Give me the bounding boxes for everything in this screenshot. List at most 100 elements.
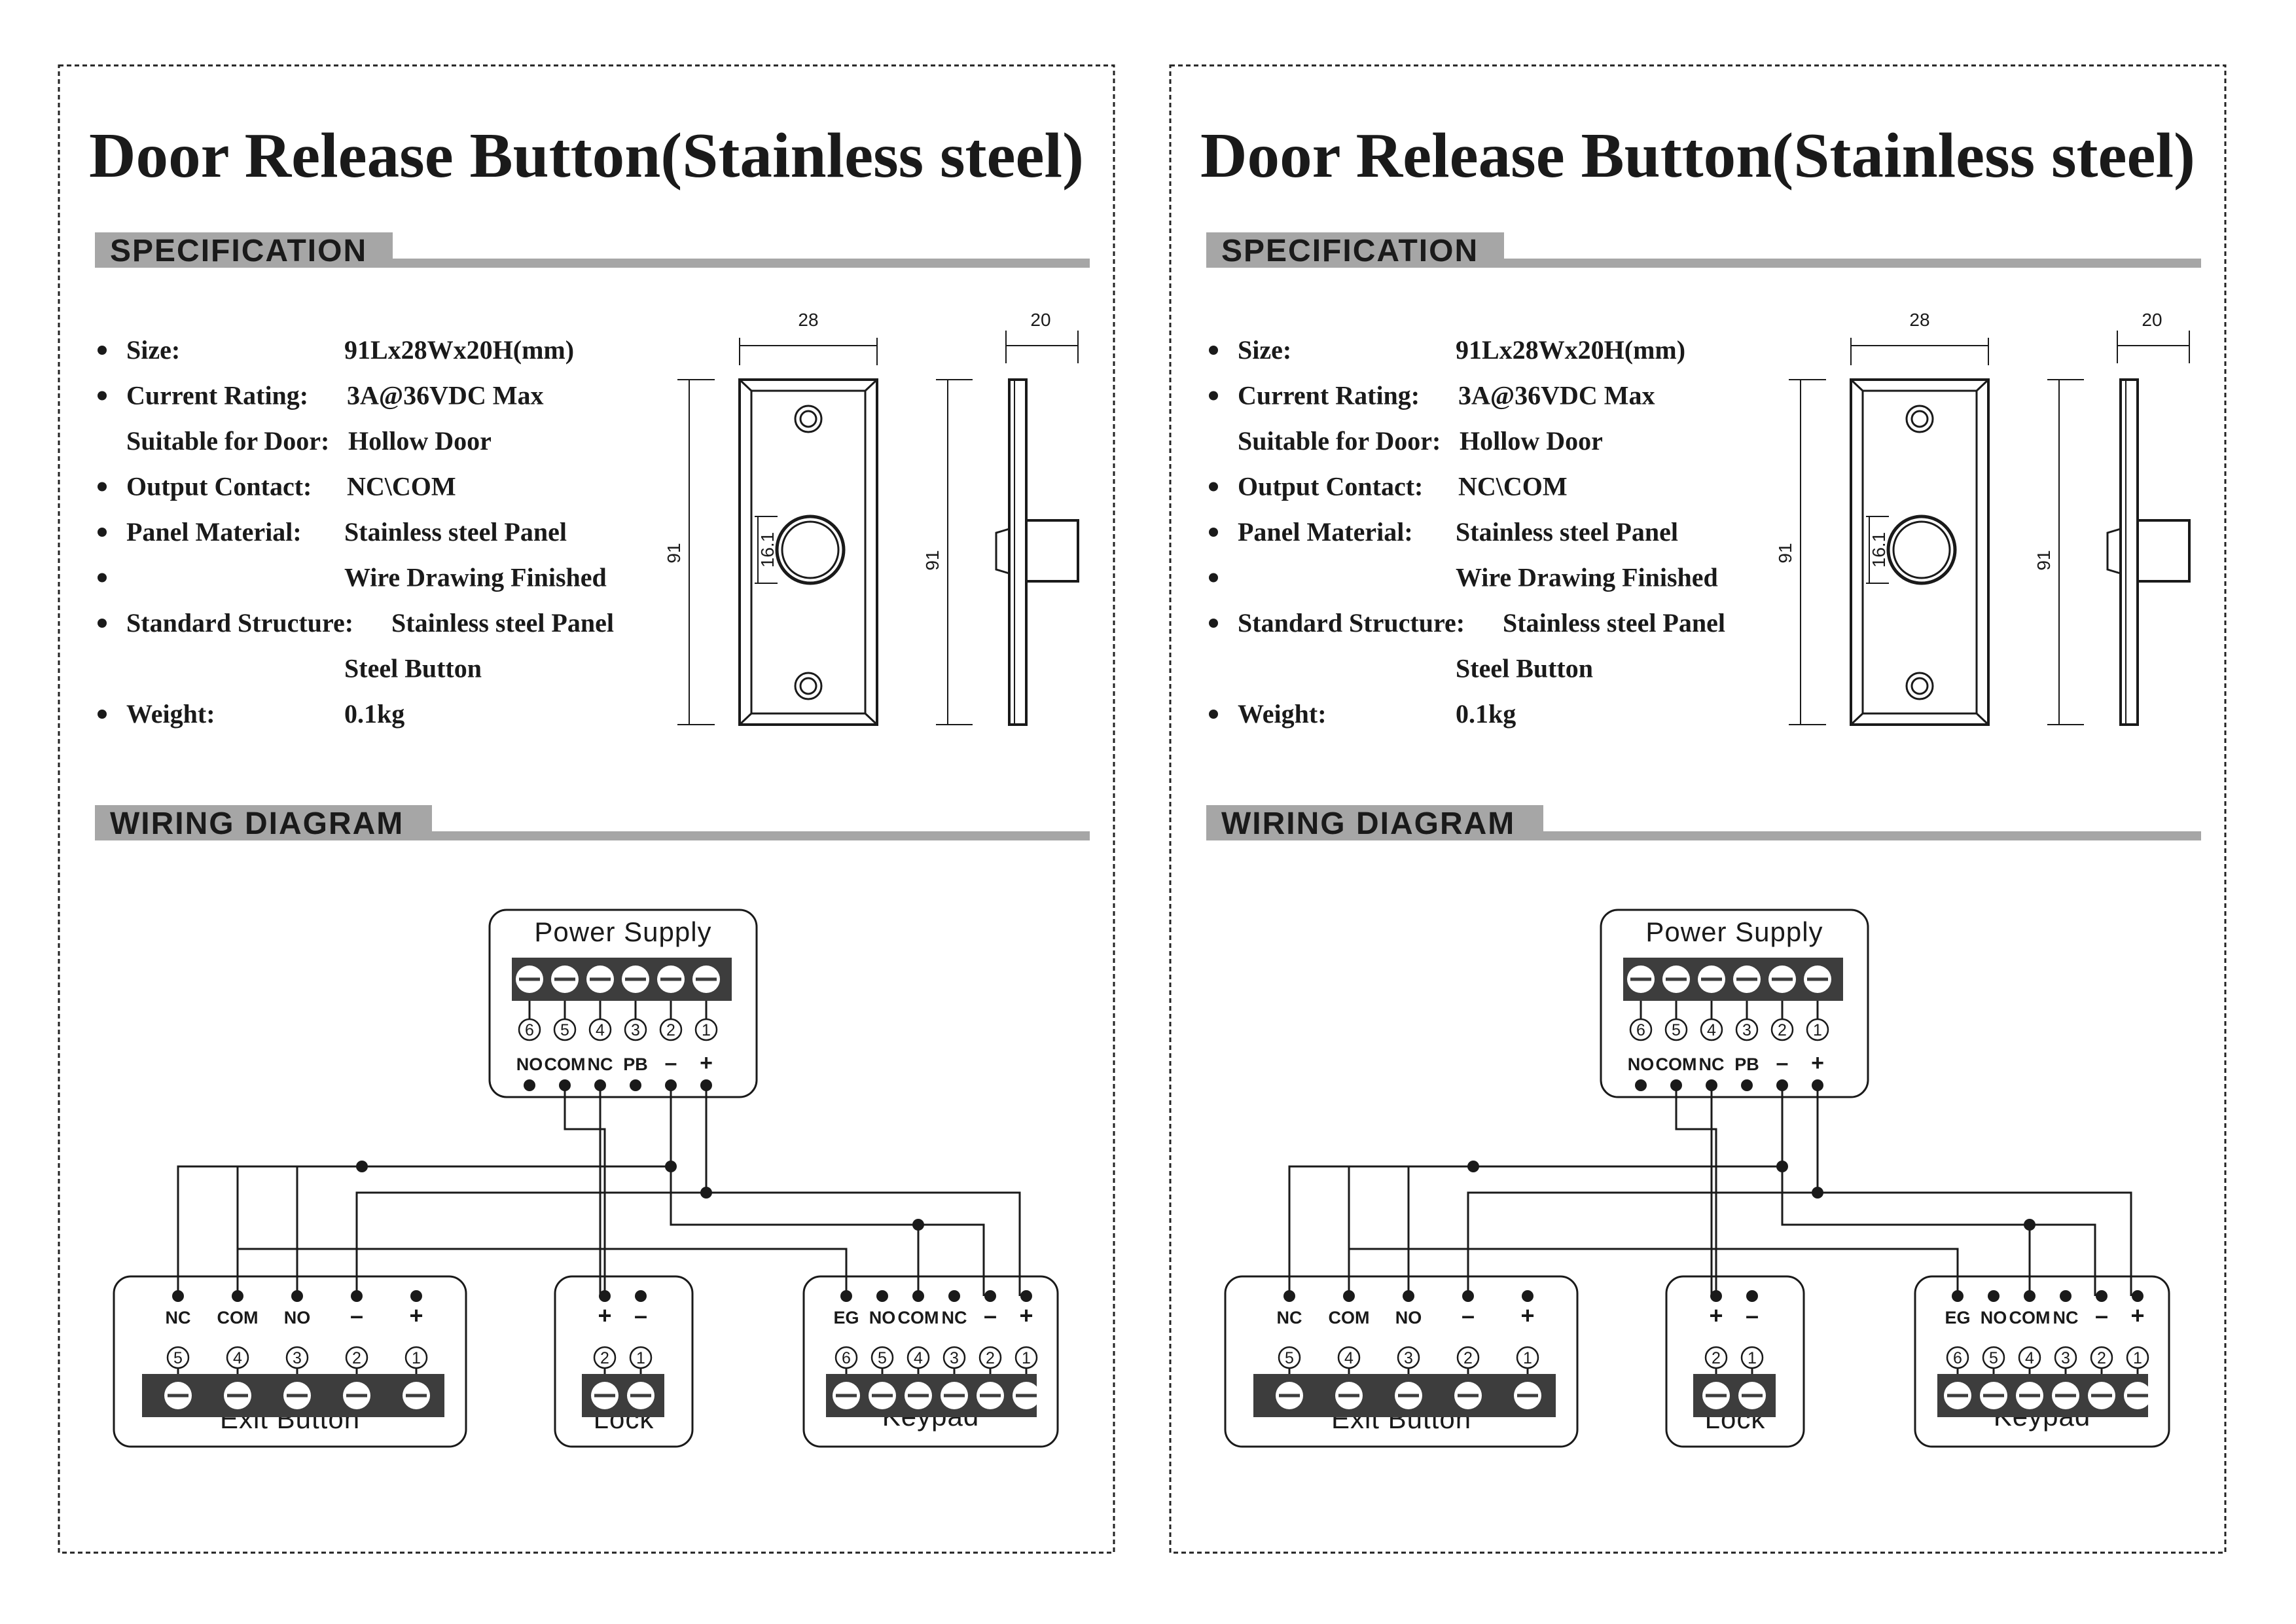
bullet-dot	[1209, 346, 1218, 355]
terminal-label: –	[665, 1051, 677, 1075]
terminal-number: 6	[1636, 1021, 1645, 1039]
terminal-number: 1	[1022, 1349, 1031, 1367]
terminal-dot	[876, 1290, 888, 1302]
terminal-label: NC	[1699, 1055, 1725, 1074]
junction-dot	[2024, 1219, 2036, 1231]
product-title: Door Release Button(Stainless steel)	[1200, 120, 2195, 191]
terminal-dot	[1522, 1290, 1534, 1302]
wire-exit-com-bus	[177, 1165, 362, 1296]
spec-value: 91Lx28Wx20H(mm)	[344, 335, 574, 365]
terminal-number-badge	[1806, 1018, 1829, 1041]
wire-exit-com-bus	[1288, 1165, 1473, 1296]
push-button-icon	[775, 514, 846, 585]
push-button-inner	[781, 520, 840, 579]
terminal-label: NO	[1628, 1055, 1655, 1074]
panel-border	[1169, 64, 2227, 1554]
bevel-corner	[1975, 378, 1990, 392]
terminal-number-badge	[553, 1018, 577, 1041]
terminal-label: NC	[942, 1308, 967, 1327]
specification-header: SPECIFICATION	[95, 232, 1090, 268]
wiring-diagram-header: WIRING DIAGRAM	[1206, 805, 2201, 841]
spec-label: Suitable for Door:	[1238, 426, 1441, 456]
specification-list: Size:91Lx28Wx20H(mm)Current Rating:3A@36…	[1209, 335, 1725, 729]
front-view-outline	[1850, 378, 1990, 726]
terminal-number: 4	[1707, 1021, 1716, 1039]
terminal-number: 3	[1404, 1349, 1413, 1367]
terminal-number: 4	[596, 1021, 605, 1039]
junction-dot	[665, 1161, 677, 1172]
spec-label: Weight:	[1238, 699, 1327, 729]
spec-value: Stainless steel Panel	[1503, 608, 1725, 638]
terminal-label: COM	[1656, 1055, 1697, 1074]
screw-hole-inner	[1910, 677, 1929, 695]
screw-hole-icon	[1905, 405, 1934, 433]
wire-minus-to-keypad-com	[1781, 1166, 2031, 1296]
dim-depth: 20	[1030, 310, 1050, 330]
terminal-number: 5	[173, 1349, 183, 1367]
side-view-button	[2138, 519, 2191, 583]
wire-keypad-minus	[918, 1223, 985, 1296]
terminal-label: EG	[1945, 1308, 1970, 1327]
side-view-rear	[2106, 528, 2121, 575]
bevel-corner	[738, 378, 753, 392]
terminal-dot	[410, 1290, 422, 1302]
spec-label: Size:	[126, 335, 180, 365]
terminal-number: 5	[878, 1349, 887, 1367]
terminal-label: PB	[623, 1055, 648, 1074]
spec-value: 3A@36VDC Max	[1458, 381, 1655, 410]
wire-minus-to-keypad-com	[670, 1166, 920, 1296]
dim-height-side: 91	[2034, 550, 2054, 570]
section-title: SPECIFICATION	[110, 234, 367, 268]
terminal-label: COM	[217, 1308, 259, 1327]
junction-dot	[1776, 1161, 1788, 1172]
panel-border	[58, 64, 1115, 1554]
product-title: Door Release Button(Stainless steel)	[89, 120, 1084, 191]
terminal-label: NO	[516, 1055, 543, 1074]
terminal-label: NC	[588, 1055, 613, 1074]
wire-ps-com-to-lock-minus	[1675, 1085, 1717, 1296]
wire-plus-to-keypad-plus	[1816, 1085, 2132, 1296]
push-button-icon	[1886, 514, 1957, 585]
terminal-number: 6	[1953, 1349, 1962, 1367]
bevel-corner	[1850, 378, 1864, 392]
terminal-dot	[1746, 1290, 1758, 1302]
terminal-number-badge	[1664, 1018, 1688, 1041]
power-supply-label: Power Supply	[534, 916, 711, 947]
terminal-number: 3	[1742, 1021, 1751, 1039]
terminal-number: 1	[412, 1349, 421, 1367]
section-title: WIRING DIAGRAM	[1221, 806, 1515, 841]
lock-box	[554, 1275, 694, 1448]
section-title: SPECIFICATION	[1221, 234, 1479, 268]
terminal-label: –	[350, 1302, 363, 1329]
bullet-dot	[1209, 710, 1218, 719]
terminal-number-badge	[1770, 1018, 1794, 1041]
terminal-label: +	[1520, 1302, 1534, 1329]
terminal-number: 4	[914, 1349, 923, 1367]
terminal-number: 4	[1344, 1349, 1354, 1367]
dim-depth: 20	[2142, 310, 2162, 330]
junction-dot	[1467, 1161, 1479, 1172]
terminal-label: –	[1776, 1051, 1789, 1075]
exit-button-box	[1224, 1275, 1579, 1448]
spec-value: NC\COM	[1458, 472, 1568, 501]
bullet-dot	[98, 528, 107, 537]
power-supply-label: Power Supply	[1645, 916, 1823, 947]
spec-value: Hollow Door	[1460, 426, 1603, 456]
bevel-corner	[1975, 712, 1990, 726]
terminal-label: –	[984, 1302, 997, 1329]
terminal-label: +	[409, 1302, 423, 1329]
terminal-dot	[1741, 1079, 1753, 1091]
exit-button-box	[113, 1275, 467, 1448]
wire-plus-to-keypad-plus	[705, 1085, 1021, 1296]
dim-button-diameter: 16.1	[757, 532, 778, 568]
section-tab	[1206, 805, 1543, 840]
dim-height-front: 91	[1775, 543, 1795, 563]
spec-label: Panel Material:	[126, 517, 302, 547]
spec-label: Suitable for Door:	[126, 426, 329, 456]
screw-hole-icon	[794, 405, 823, 433]
